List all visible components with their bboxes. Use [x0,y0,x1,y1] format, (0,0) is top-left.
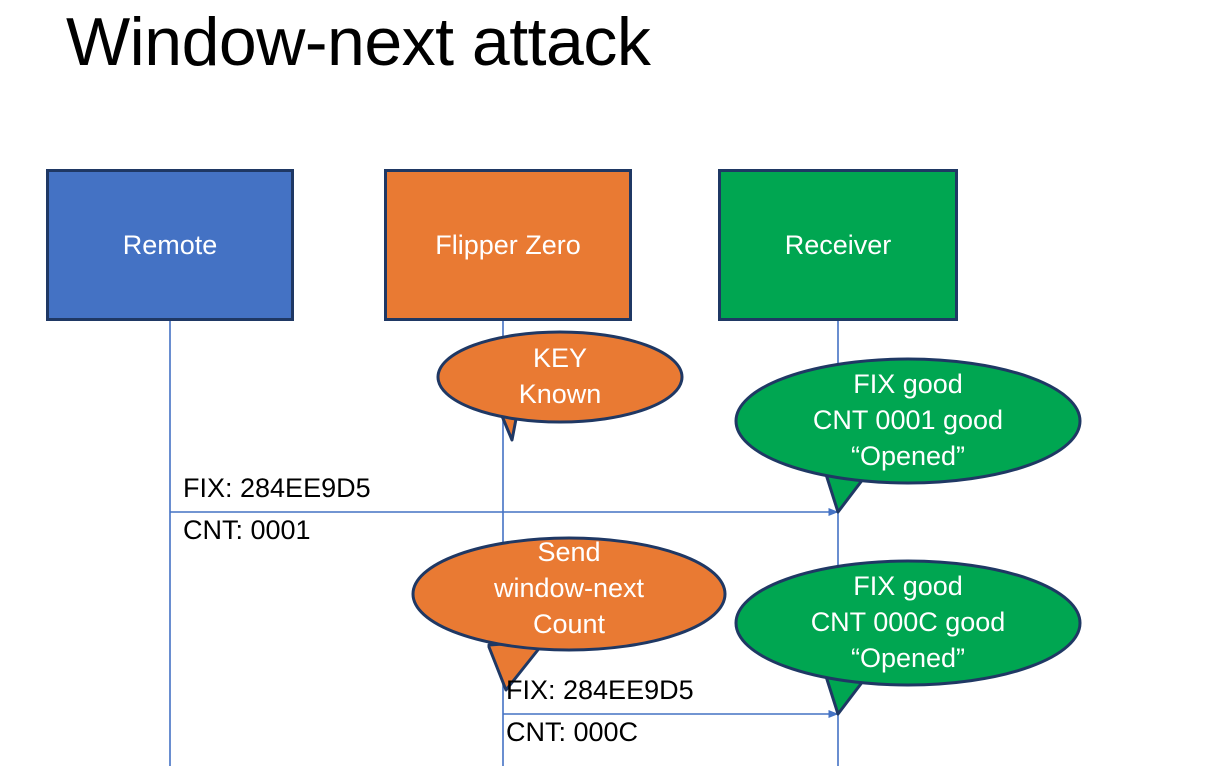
callout-send-window-next [411,536,727,692]
page-title: Window-next attack [66,4,651,80]
actor-label-remote: Remote [122,229,218,260]
message-1-fix-label: FIX: 284EE9D5 [183,473,371,503]
callout-body-receiver-ack-2 [734,559,1082,687]
message-1-cnt-label: CNT: 0001 [183,515,311,545]
callout-body-receiver-ack-1 [734,357,1082,485]
callout-key-known [436,330,684,442]
message-2-fix-label: FIX: 284EE9D5 [506,675,694,705]
callout-receiver-ack-1 [734,357,1082,514]
actor-label-receiver: Receiver [784,229,892,260]
actor-box-receiver[interactable]: Receiver [718,169,958,321]
callout-body-key-known [436,330,684,424]
actor-box-flipper-zero[interactable]: Flipper Zero [384,169,632,321]
message-2-cnt-label: CNT: 000C [506,717,639,747]
callout-receiver-ack-2 [734,559,1082,716]
actor-box-remote[interactable]: Remote [46,169,294,321]
actor-label-flipper-zero: Flipper Zero [435,229,581,260]
callout-body-send-window-next [411,536,727,652]
